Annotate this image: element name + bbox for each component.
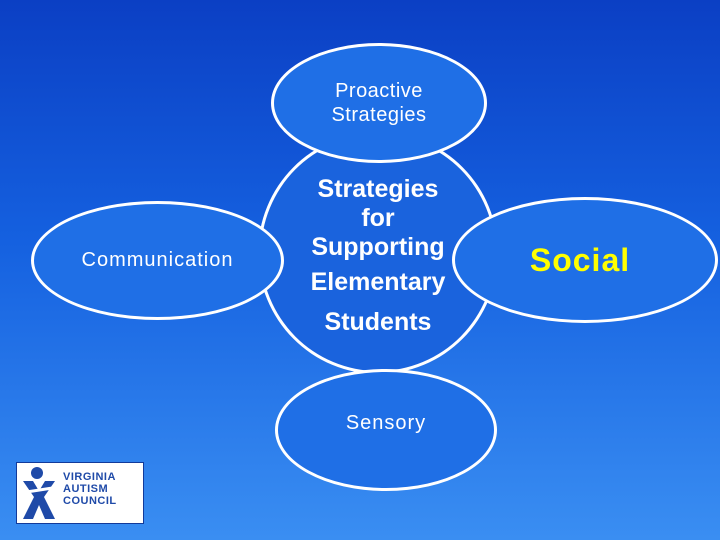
social-node: Social (452, 197, 718, 323)
communication-node: Communication (31, 201, 284, 320)
sensory-label: Sensory (345, 411, 427, 434)
center-label: Strategies for Supporting Elementary Stu… (311, 175, 446, 342)
logo-line-2: AUTISM (63, 483, 109, 495)
logo-line-1: VIRGINIA (63, 471, 116, 483)
proactive-label-line-1: Proactive (335, 80, 423, 102)
center-label-line-3: Supporting (311, 232, 445, 261)
person-x-icon (19, 467, 60, 519)
center-label-line-5: Students (324, 307, 432, 336)
proactive-strategies-node: Proactive Strategies (271, 43, 487, 163)
sensory-node: Sensory (275, 369, 497, 491)
center-label-line-1: Strategies (317, 174, 439, 203)
center-label-line-4: Elementary (310, 267, 446, 296)
logo-line-3: COUNCIL (63, 495, 117, 507)
social-label: Social (529, 241, 631, 278)
proactive-strategies-label: Proactive Strategies (331, 79, 426, 127)
communication-label: Communication (81, 249, 234, 271)
proactive-label-line-2: Strategies (331, 104, 427, 126)
center-label-line-2: for (361, 203, 395, 232)
logo-text: VIRGINIA AUTISM COUNCIL (63, 471, 117, 507)
virginia-autism-council-logo: VIRGINIA AUTISM COUNCIL (16, 462, 144, 524)
